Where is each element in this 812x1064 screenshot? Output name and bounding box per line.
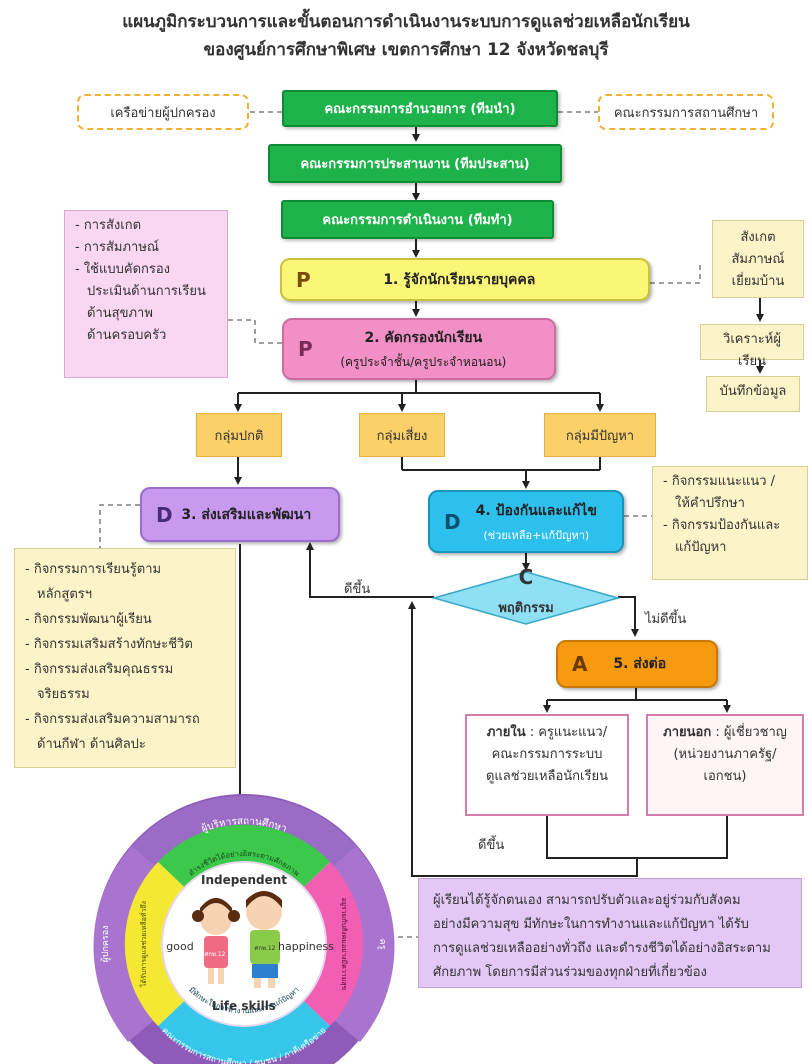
activity-line: - กิจกรรมส่งเสริมคุณธรรม (25, 662, 174, 677)
method-line: ด้านสุขภาพ (87, 306, 153, 321)
method-line: ประเมินด้านการเรียน (87, 284, 206, 299)
method-line: - การสัมภาษณ์ (75, 240, 159, 255)
admin-committee-box: คณะกรรมการอำนวยการ (ทีมนำ) (282, 90, 558, 127)
wheel-life-skills: Life skills (212, 999, 276, 1013)
step-5-letter: A (572, 652, 588, 676)
prevention-activities-box: - กิจกรรมแนะแนว / ให้คำปรึกษา - กิจกรรมป… (652, 466, 808, 580)
check-letter: C (518, 565, 534, 589)
analyze-learner-box: วิเคราะห์ผู้เรียน (700, 324, 804, 369)
step-4-letter: D (444, 509, 461, 534)
group-normal-box: กลุ่มปกติ (196, 413, 282, 457)
record-data-box: บันทึกข้อมูล (706, 376, 800, 412)
wheel-inner-left: ได้รับการดูแลช่วยเหลือทั่วถึง (139, 901, 148, 988)
activity-line: - กิจกรรมส่งเสริมความสามารถ (25, 712, 200, 727)
external-line: เอกชน) (703, 769, 747, 784)
activity-line: หลักสูตรฯ (37, 587, 93, 602)
external-line: (หน่วยงานภาครัฐ/ (673, 747, 777, 762)
wheel-center (161, 861, 327, 1027)
step-1-box: P 1. รู้จักนักเรียนรายบุคคล (280, 258, 650, 301)
step-3-box: D 3. ส่งเสริมและพัฒนา (140, 487, 340, 542)
step-4-label: 4. ป้องกันและแก้ไข (475, 502, 597, 519)
group-risk-box: กลุ่มเสี่ยง (359, 413, 445, 457)
internal-line: ดูแลช่วยเหลือนักเรียน (485, 769, 608, 784)
activity-line: - กิจกรรมเสริมสร้างทักษะชีวิต (25, 637, 193, 652)
wheel-happiness: happiness (278, 940, 334, 953)
parents-network-box: เครือข่ายผู้ปกครอง (77, 94, 249, 130)
activity-line: ด้านกีฬา ด้านศิลปะ (37, 737, 146, 752)
internal-referral-box: ภายใน : ครูแนะแนว/ คณะกรรมการระบบ ดูแลช่… (465, 714, 629, 816)
screening-methods-box: - การสังเกต - การสัมภาษณ์ - ใช้แบบคัดกรอ… (64, 210, 228, 378)
step-4-sub: (ช่วยเหลือ+แก้ปัญหา) (483, 528, 590, 542)
behavior-check-diamond (432, 571, 620, 625)
step-5-box: A 5. ส่งต่อ (556, 640, 718, 688)
wheel-outer-left: ผู้ปกครอง (100, 925, 111, 962)
solid-arrows (234, 127, 764, 877)
external-referral-box: ภายนอก : ผู้เชี่ยวชาญ (หน่วยงานภาครัฐ/ เ… (646, 714, 804, 816)
method-line: เยี่ยมบ้าน (731, 274, 785, 289)
operation-committee-box: คณะกรรมการดำเนินงาน (ทีมทำ) (281, 200, 554, 239)
wheel-outer-right: ครู (377, 939, 387, 950)
promotion-activities-box: - กิจกรรมการเรียนรู้ตาม หลักสูตรฯ - กิจก… (14, 548, 236, 768)
dashed-links (99, 111, 701, 938)
outcome-box: ผู้เรียนได้รู้จักตนเอง สามารถปรับตัวและอ… (418, 878, 802, 988)
better-label-1: ดีขึ้น (344, 582, 371, 597)
not-better-label: ไม่ดีขึ้น (645, 612, 687, 627)
activity-line: - กิจกรรมพัฒนาผู้เรียน (25, 612, 152, 627)
outcome-line: ศักยภาพ โดยการมีส่วนร่วมของทุกฝ่ายที่เกี… (433, 965, 707, 980)
wheel-inner-right: อยู่ร่วมกับสังคมอย่างมีความสุข (340, 898, 348, 991)
outcome-line: การดูแลช่วยเหลืออย่างทั่วถึง และดำรงชีวิ… (433, 941, 771, 956)
chart-title-line2: ของศูนย์การศึกษาพิเศษ เขตการศึกษา 12 จัง… (203, 40, 609, 60)
step-3-label: 3. ส่งเสริมและพัฒนา (181, 506, 312, 523)
method-line: ด้านครอบครัว (87, 328, 167, 343)
method-line: - ใช้แบบคัดกรอง (75, 262, 171, 277)
activity-line: จริยธรรม (37, 687, 90, 702)
method-line: สังเกต (740, 230, 776, 245)
chart-title-line1: แผนภูมิกระบวนการและขั้นตอนการดำเนินงานระ… (122, 12, 690, 32)
girl-tag: ศกพ.12 (205, 951, 226, 958)
outcome-line: ผู้เรียนได้รู้จักตนเอง สามารถปรับตัวและอ… (433, 893, 741, 908)
step-2-box: P 2. คัดกรองนักเรียน (ครูประจำชั้น/ครูปร… (282, 318, 556, 380)
children-illustration (192, 891, 282, 988)
step-2-label: 2. คัดกรองนักเรียน (364, 329, 483, 346)
method-line: - การสังเกต (75, 218, 142, 233)
external-line: : ผู้เชี่ยวชาญ (711, 725, 787, 740)
internal-head: ภายใน (486, 725, 526, 740)
outcome-line: อย่างมีความสุข มีทักษะในการทำงานและแก้ปั… (433, 917, 749, 932)
step-4-box: D 4. ป้องกันและแก้ไข (ช่วยเหลือ+แก้ปัญหา… (428, 490, 624, 553)
observation-methods-box: สังเกต สัมภาษณ์ เยี่ยมบ้าน (712, 220, 804, 298)
activity-line: - กิจกรรมการเรียนรู้ตาม (25, 562, 162, 577)
coordination-committee-box: คณะกรรมการประสานงาน (ทีมประสาน) (268, 144, 562, 183)
outcome-wheel: Independent good happiness Life skills ศ… (93, 794, 395, 1064)
step-5-label: 5. ส่งต่อ (613, 656, 667, 672)
boy-tag: ศกพ.12 (255, 945, 276, 952)
activity-line: ให้คำปรึกษา (675, 496, 745, 511)
wheel-good: good (166, 940, 193, 953)
internal-line: คณะกรรมการระบบ (491, 747, 603, 762)
wheel-independent: Independent (201, 873, 287, 887)
better-label-2: ดีขึ้น (478, 838, 505, 853)
step-2-sub: (ครูประจำชั้น/ครูประจำหอนอน) (340, 354, 507, 369)
internal-line: : ครูแนะแนว/ (525, 725, 608, 740)
activity-line: - กิจกรรมป้องกันและ (663, 518, 781, 533)
external-head: ภายนอก (663, 725, 712, 740)
step-3-letter: D (156, 502, 173, 527)
activity-line: - กิจกรรมแนะแนว / (663, 474, 776, 489)
school-board-box: คณะกรรมการสถานศึกษา (598, 94, 774, 130)
method-line: สัมภาษณ์ (731, 252, 785, 267)
step-2-letter: P (298, 337, 313, 361)
check-label: พฤติกรรม (498, 601, 554, 616)
activity-line: แก้ปัญหา (675, 540, 727, 555)
step-1-letter: P (296, 267, 311, 292)
group-problem-box: กลุ่มมีปัญหา (544, 413, 656, 457)
step-1-label: 1. รู้จักนักเรียนรายบุคคล (383, 271, 536, 288)
